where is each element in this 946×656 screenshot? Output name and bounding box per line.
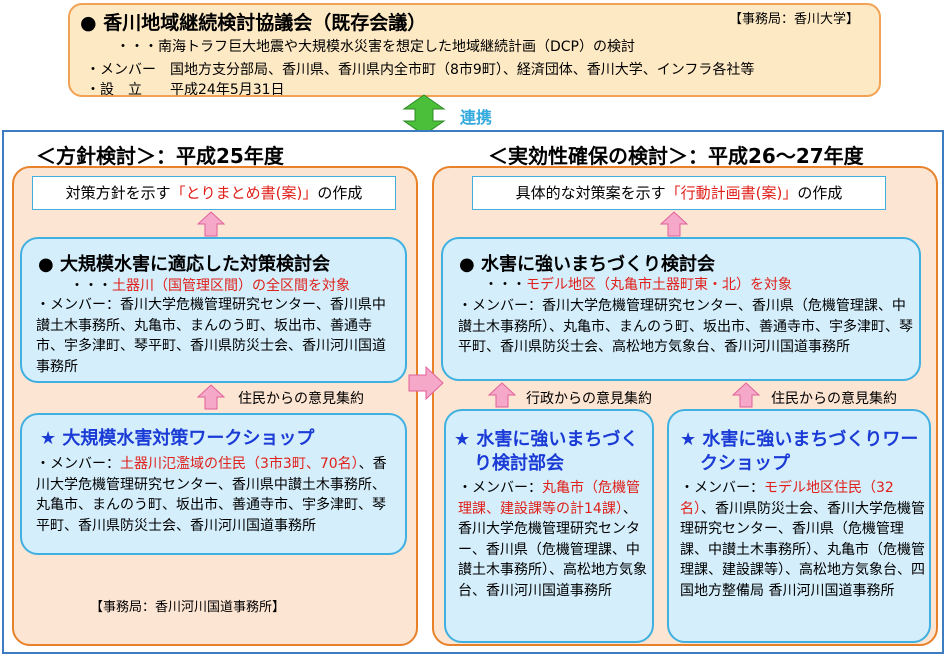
council-established: ・設 立 平成24年5月31日 bbox=[86, 82, 285, 98]
committee1-target-dots: ・・・ bbox=[70, 278, 112, 294]
workshop-box-phase1 bbox=[20, 413, 407, 555]
up-arrow-icon bbox=[488, 382, 516, 408]
phase1-target: 対策方針を示す「とりまとめ書(案)」の作成 bbox=[32, 176, 396, 210]
workshop1-title-text: 大規模水害対策ワークショップ bbox=[62, 428, 315, 449]
council-box bbox=[68, 3, 881, 97]
target1-prefix: 対策方針を示す bbox=[65, 184, 171, 202]
star-icon: ★ bbox=[454, 429, 471, 450]
phase1-header: ＜方針検討＞：平成25年度 bbox=[36, 144, 284, 168]
council-office: 【事務局：香川大学】 bbox=[729, 12, 860, 27]
subcommittee-members-prefix: ・メンバー： bbox=[458, 480, 542, 496]
subcommittee-box-phase2 bbox=[444, 409, 654, 643]
subcommittee-members-highlight: 丸亀市（危機管理課、建設課等の計14課） bbox=[458, 480, 640, 517]
workshop1-members-prefix: ・メンバー： bbox=[36, 456, 120, 472]
star-icon: ★ bbox=[40, 428, 57, 449]
up-arrow-icon bbox=[197, 211, 225, 237]
workshop1-members-rest: 、香川大学危機管理研究センター、香川県中讃土木事務所、丸亀市、まんのう町、坂出市… bbox=[36, 456, 387, 534]
phase2-target: 具体的な対策案を示す「行動計画書(案)」の作成 bbox=[472, 176, 886, 210]
committee2-target: ・・・モデル地区（丸亀市土器町東・北）を対象 bbox=[484, 274, 792, 294]
committee-box-phase2 bbox=[441, 237, 921, 381]
up-arrow-icon bbox=[660, 211, 688, 237]
phase2-residents-arrow-label: 住民からの意見集約 bbox=[771, 391, 897, 407]
workshop1-title: ★ 大規模水害対策ワークショップ bbox=[40, 424, 314, 450]
committee1-members: ・メンバー：香川大学危機管理研究センター、香川県中讃土木事務所、丸亀市、まんのう… bbox=[36, 297, 386, 375]
workshop1-members: ・メンバー：土器川氾濫域の住民（3市3町、70名）、香川大学危機管理研究センター… bbox=[36, 454, 398, 536]
workshop2-members-highlight: モデル地区住民（32名） bbox=[680, 480, 894, 517]
workshop2-members: ・メンバー：モデル地区住民（32名）、香川県防災士会、香川大学危機管理研究センタ… bbox=[680, 478, 926, 601]
committee2-title: ● 水害に強いまちづくり検討会 bbox=[459, 254, 715, 275]
target2-suffix: の作成 bbox=[797, 184, 843, 202]
workshop2-title: ★ 水害に強いまちづくりワークショップ bbox=[680, 428, 924, 476]
target2-highlight: 「行動計画書(案)」 bbox=[665, 184, 798, 202]
up-arrow-icon bbox=[197, 384, 225, 410]
phase2-header: ＜実効性確保の検討＞：平成26～27年度 bbox=[488, 144, 864, 168]
committee1-target-text: 土器川（国管理区間）の全区間を対象 bbox=[112, 278, 350, 294]
subcommittee-members: ・メンバー：丸亀市（危機管理課、建設課等の計14課）、香川大学危機管理研究センタ… bbox=[458, 478, 648, 601]
phase1-arrow-label: 住民からの意見集約 bbox=[238, 391, 364, 407]
council-title: ● 香川地域継続検討協議会（既存会議） bbox=[80, 12, 427, 34]
council-purpose: ・・・南海トラフ巨大地震や大規模水災害を想定した地域継続計画（DCP）の検討 bbox=[116, 39, 635, 55]
council-members: ・メンバー 国地方支分部局、香川県、香川県内全市町（8市9町）、経済団体、香川大… bbox=[86, 62, 755, 78]
subcommittee-title: ★ 水害に強いまちづくり検討部会 bbox=[454, 428, 650, 476]
committee1-target: ・・・土器川（国管理区間）の全区間を対象 bbox=[70, 275, 350, 295]
workshop-box-phase2 bbox=[667, 409, 931, 643]
workshop2-title-text: 水害に強いまちづくりワークショップ bbox=[700, 429, 919, 474]
committee2-target-dots: ・・・ bbox=[484, 277, 526, 293]
subcommittee-members-rest: 、香川大学危機管理研究センター、香川県（危機管理課、中讃土木事務所）、高松地方気… bbox=[458, 500, 647, 599]
committee-box-phase1 bbox=[20, 237, 407, 383]
up-arrow-icon bbox=[732, 382, 760, 408]
right-arrow-icon bbox=[408, 366, 444, 400]
workshop1-members-highlight: 土器川氾濫域の住民（3市3町、70名） bbox=[120, 456, 359, 472]
star-icon: ★ bbox=[680, 429, 697, 450]
target2-prefix: 具体的な対策案を示す bbox=[515, 184, 666, 202]
target1-suffix: の作成 bbox=[317, 184, 363, 202]
phase2-admin-arrow-label: 行政からの意見集約 bbox=[526, 391, 652, 407]
phase1-office: 【事務局：香川河川国道事務所】 bbox=[90, 600, 286, 615]
committee2-members: ・メンバー：香川大学危機管理研究センター、香川県（危機管理課、中讃土木事務所）、… bbox=[458, 298, 913, 355]
target1-highlight: 「とりまとめ書(案)」 bbox=[170, 184, 318, 202]
link-label: 連携 bbox=[460, 108, 493, 127]
workshop2-members-prefix: ・メンバー： bbox=[680, 480, 764, 496]
workshop2-members-rest: 、香川県防災士会、香川大学危機管理研究センター、香川県（危機管理課、中讃土木事務… bbox=[680, 500, 925, 599]
committee2-target-text: モデル地区（丸亀市土器町東・北）を対象 bbox=[526, 277, 792, 293]
committee1-title: ● 大規模水害に適応した対策検討会 bbox=[38, 254, 330, 275]
subcommittee-title-text: 水害に強いまちづくり検討部会 bbox=[474, 429, 639, 474]
